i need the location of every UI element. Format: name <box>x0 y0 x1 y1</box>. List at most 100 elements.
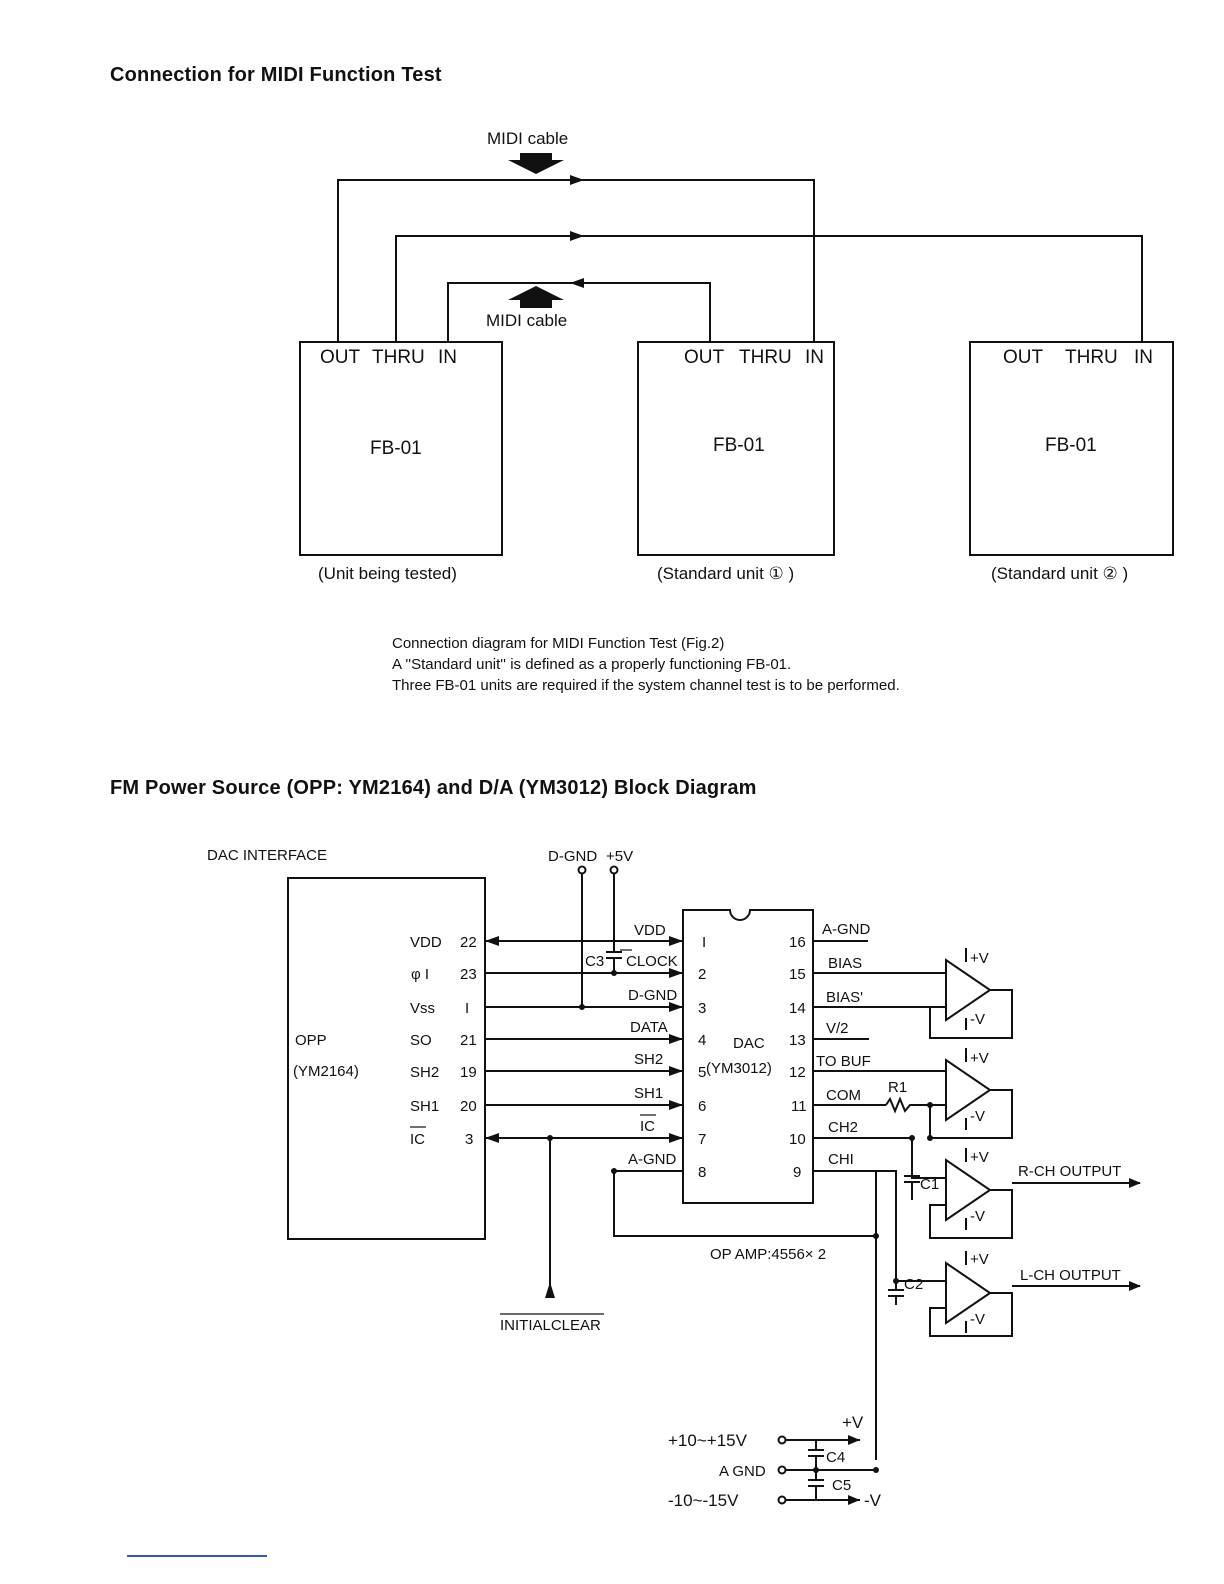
dac-pin-number: 8 <box>698 1164 706 1181</box>
block-diagram-title: FM Power Source (OPP: YM2164) and D/A (Y… <box>110 777 757 799</box>
c3-label: C3 <box>585 953 604 970</box>
dac-pin-signal: SH2 <box>634 1051 663 1068</box>
dac-pin-signal: DATA <box>630 1019 668 1036</box>
c5-label: C5 <box>832 1477 851 1494</box>
opp-name: OPP <box>295 1032 327 1049</box>
unit-box-standard-2 <box>969 341 1174 556</box>
dac-pin-number: 14 <box>789 1000 806 1017</box>
unit1-caption: (Unit being tested) <box>318 564 457 583</box>
midi-cable-pointer-up <box>508 286 564 308</box>
block-diagram <box>287 865 1013 1505</box>
arrow-right-1 <box>570 175 584 185</box>
rch-output-label: R-CH OUTPUT <box>1018 1163 1121 1180</box>
unit1-port-thru: THRU <box>372 347 425 368</box>
unit1-port-out: OUT <box>320 347 361 368</box>
dac-pin-signal: IC <box>640 1118 655 1135</box>
unit3-port-thru: THRU <box>1065 347 1118 368</box>
note-line: A ''Standard unit'' is defined as a prop… <box>392 656 792 673</box>
opp-pin-number: 21 <box>460 1032 477 1049</box>
opp-part: (YM2164) <box>293 1063 359 1080</box>
opp-pin-name: SH2 <box>410 1064 439 1081</box>
supply-gnd-label: A GND <box>719 1463 766 1480</box>
dac-pin-signal: V/2 <box>826 1020 849 1037</box>
op-amp-label: OP AMP:4556× 2 <box>710 1246 826 1263</box>
dac-pin-number: 10 <box>789 1131 806 1148</box>
unit-box-standard-1 <box>637 341 835 556</box>
r1-label: R1 <box>888 1079 907 1096</box>
dac-pin-signal: COM <box>826 1087 861 1104</box>
arrow-left-3 <box>570 278 584 288</box>
unit1-model: FB-01 <box>370 438 422 459</box>
dac-pin-number: 16 <box>789 934 806 951</box>
opamp1-minus-v: -V <box>970 1011 985 1028</box>
dac-pin-number: 9 <box>793 1164 801 1181</box>
opp-pin-name: SO <box>410 1032 432 1049</box>
supply-plus-v: +V <box>842 1413 864 1432</box>
initial-clear-label: INITIALCLEAR <box>500 1317 601 1334</box>
dac-pin-signal: CLOCK <box>626 953 678 970</box>
midi-cable-pointer-down <box>508 153 564 174</box>
opp-pin-name: Vss <box>410 1000 435 1017</box>
opp-pin-name: VDD <box>410 934 442 951</box>
c2-label: C2 <box>904 1276 923 1293</box>
note-line: Connection diagram for MIDI Function Tes… <box>392 635 725 652</box>
dac-pin-signal: TO BUF <box>816 1053 871 1070</box>
dac-name: DAC <box>733 1035 765 1052</box>
opp-pin-number: 20 <box>460 1098 477 1115</box>
opamp2-plus-v: +V <box>970 1050 989 1067</box>
midi-cable-thru-to-in <box>395 235 1143 342</box>
unit3-port-in: IN <box>1134 347 1153 368</box>
c1-label: C1 <box>920 1176 939 1193</box>
dac-chip-box <box>682 909 814 1204</box>
supply-negative-label: -10~-15V <box>668 1491 739 1510</box>
dac-pin-number: 3 <box>698 1000 706 1017</box>
opp-pin-name: φ I <box>411 966 429 983</box>
opp-pin-number: 19 <box>460 1064 477 1081</box>
dac-pin-number: I <box>702 934 706 951</box>
dac-right-pin-labels: 16 A-GND 15 BIAS 14 BIAS' 13 V/2 12 TO B… <box>789 921 871 1181</box>
midi-cable-out-to-in <box>337 179 815 342</box>
supply-positive-label: +10~+15V <box>668 1431 748 1450</box>
opamp4-plus-v: +V <box>970 1251 989 1268</box>
unit2-port-out: OUT <box>684 347 725 368</box>
dac-pin-number: 2 <box>698 966 706 983</box>
dac-pin-signal: A-GND <box>822 921 871 938</box>
dac-pin-signal: SH1 <box>634 1085 663 1102</box>
dac-pin-signal: D-GND <box>628 987 677 1004</box>
unit2-caption: (Standard unit ① ) <box>657 564 794 583</box>
opp-pin-number: 23 <box>460 966 477 983</box>
unit1-port-in: IN <box>438 347 457 368</box>
block-diagram-marks <box>485 936 933 1505</box>
dac-pin-signal: BIAS <box>828 955 862 972</box>
opp-pin-name: IC <box>410 1131 425 1148</box>
unit-box-tested <box>299 341 503 556</box>
unit3-caption: (Standard unit ② ) <box>991 564 1128 583</box>
opamp2-minus-v: -V <box>970 1108 985 1125</box>
opp-pin-name: SH1 <box>410 1098 439 1115</box>
unit3-model: FB-01 <box>1045 435 1097 456</box>
dac-pin-signal: BIAS' <box>826 989 863 1006</box>
opamp3-plus-v: +V <box>970 1149 989 1166</box>
plus5v-rail-label: +5V <box>606 848 633 865</box>
dac-pin-number: 11 <box>791 1098 807 1115</box>
opamp1-plus-v: +V <box>970 950 989 967</box>
unit2-port-thru: THRU <box>739 347 792 368</box>
opp-pin-labels: VDD 22 φ I 23 Vss I SO 21 SH2 19 SH1 20 … <box>410 934 477 1148</box>
midi-test-title: Connection for MIDI Function Test <box>110 64 442 86</box>
dac-pin-signal: CH2 <box>828 1119 858 1136</box>
dgnd-rail-label: D-GND <box>548 848 597 865</box>
dac-pin-signal: A-GND <box>628 1151 677 1168</box>
unit3-port-out: OUT <box>1003 347 1044 368</box>
opp-pin-number: I <box>465 1000 469 1017</box>
dac-pin-signal: VDD <box>634 922 666 939</box>
opamp-supply-labels: +V -V +V -V +V -V +V -V <box>970 950 989 1328</box>
lch-output-label: L-CH OUTPUT <box>1020 1267 1121 1284</box>
midi-test-notes: Connection diagram for MIDI Function Tes… <box>392 633 900 696</box>
dac-pin-number: 12 <box>789 1064 806 1081</box>
dac-pin-signal: CHI <box>828 1151 854 1168</box>
opamp4-minus-v: -V <box>970 1311 985 1328</box>
opamp3-minus-v: -V <box>970 1208 985 1225</box>
unit2-port-in: IN <box>805 347 824 368</box>
dac-pin-number: 7 <box>698 1131 706 1148</box>
